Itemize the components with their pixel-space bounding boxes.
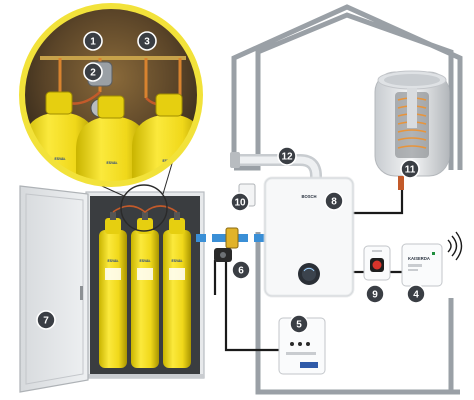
- hot-water-tank: [374, 70, 450, 190]
- magnified-ring: [19, 3, 203, 187]
- wifi-signal-icon: [447, 231, 463, 261]
- badge-5: 5: [289, 314, 309, 334]
- badge-label: 3: [144, 37, 150, 48]
- badge-3: 3: [137, 31, 157, 51]
- badge-8: 8: [324, 191, 344, 211]
- badge-7: 7: [36, 310, 56, 330]
- cylinder-brand: ESVAŁ: [54, 157, 65, 161]
- badge-label: 10: [234, 198, 246, 209]
- house-outline: [231, 4, 463, 395]
- badge-1: 1: [83, 31, 103, 51]
- badge-label: 1: [90, 37, 96, 48]
- gas-cylinders: ESVAŁ ESVAŁ ESVAŁ: [99, 205, 191, 368]
- gas-detector: [278, 317, 326, 375]
- badge-label: 2: [90, 68, 96, 79]
- door-handle: [80, 286, 83, 300]
- badge-6: 6: [231, 260, 251, 280]
- badge-label: 6: [238, 266, 244, 277]
- boiler-brand: BOSCH: [301, 194, 316, 199]
- zoom-lens: [120, 184, 168, 232]
- gas-pipe: [196, 227, 270, 249]
- flue-pipe: [230, 152, 322, 188]
- magnified-view: ESVAŁ ESVAŁ ESVAŁ: [19, 3, 203, 187]
- badge-label: 7: [43, 316, 49, 327]
- cylinder-brand: ESVAŁ: [106, 161, 117, 165]
- badge-label: 4: [413, 290, 419, 301]
- badge-9: 9: [365, 284, 385, 304]
- controller-brand: KAISERDA: [408, 256, 430, 261]
- badge-11: 11: [400, 159, 420, 179]
- badge-2: 2: [83, 62, 103, 82]
- badge-label: 5: [296, 320, 302, 331]
- badge-12: 12: [277, 146, 297, 166]
- room-thermostat: [363, 245, 391, 281]
- badge-10: 10: [230, 192, 250, 212]
- badge-4: 4: [406, 284, 426, 304]
- badge-label: 12: [281, 152, 293, 163]
- cutoff-valve: [214, 248, 232, 262]
- cylinder-brand: ESVAŁ: [107, 259, 118, 263]
- wifi-controller: KAISERDA: [401, 231, 463, 287]
- cabinet-door: [19, 185, 89, 393]
- badge-label: 9: [372, 290, 378, 301]
- badge-label: 11: [405, 165, 416, 176]
- badge-label: 8: [331, 197, 337, 208]
- cylinder-brand: ESVAŁ: [139, 259, 150, 263]
- cylinder-brand: ESVAŁ: [171, 259, 182, 263]
